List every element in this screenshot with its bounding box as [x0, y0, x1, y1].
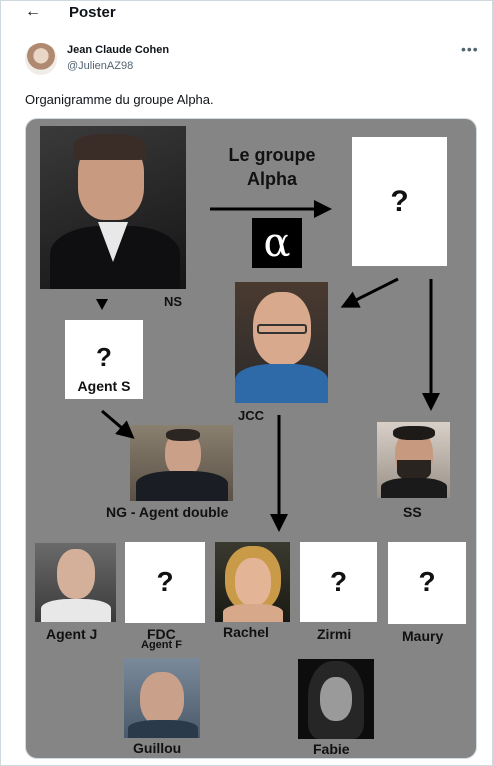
post-text: Organigramme du groupe Alpha.	[25, 92, 214, 107]
top-bar: ← Poster	[1, 1, 493, 27]
ns-photo	[40, 126, 186, 289]
jcc-photo	[235, 282, 328, 403]
page-title: Poster	[69, 4, 116, 21]
alpha-logo: α	[252, 218, 302, 268]
unknown-mark: ?	[96, 342, 112, 372]
avatar[interactable]	[25, 43, 57, 75]
maury-card: ?	[388, 542, 466, 624]
zirmi-card: ?	[300, 542, 377, 622]
author-handle[interactable]: @JulienAZ98	[67, 60, 134, 72]
label-agent-j: Agent J	[46, 626, 98, 642]
arrow-leader-to-jcc	[340, 277, 399, 308]
ng-photo	[130, 425, 233, 501]
org-chart-arrows	[96, 200, 440, 532]
chart-title-line1: Le groupe	[228, 145, 316, 165]
agent-s-card: ? Agent S	[65, 320, 143, 399]
label-agent-f: Agent F	[141, 639, 182, 651]
label-maury: Maury	[402, 628, 444, 644]
label-ss: SS	[403, 504, 422, 520]
unknown-mark: ?	[390, 185, 409, 218]
agent-j-photo	[35, 543, 116, 622]
unknown-mark: ?	[418, 566, 436, 597]
unknown-mark: ?	[156, 566, 174, 597]
fdc-card: ?	[125, 542, 205, 623]
label-rachel: Rachel	[223, 624, 269, 640]
label-ng: NG - Agent double	[106, 504, 229, 520]
post-image-org-chart[interactable]: NS Le groupe Alpha α ? ? Agent S JCC	[25, 118, 477, 759]
label-jcc: JCC	[238, 408, 265, 423]
fabie-photo	[298, 659, 374, 739]
label-ns: NS	[164, 294, 183, 309]
arrow-left-icon[interactable]: ←	[25, 3, 41, 20]
ss-photo	[377, 422, 450, 498]
author-name[interactable]: Jean Claude Cohen	[67, 44, 170, 56]
guillou-photo	[124, 658, 200, 738]
unknown-leader-card: ?	[352, 137, 447, 266]
unknown-mark: ?	[329, 566, 348, 597]
label-fdc: FDC	[147, 626, 176, 642]
alpha-symbol: α	[263, 220, 291, 266]
chart-title-line2: Alpha	[246, 169, 297, 189]
label-zirmi: Zirmi	[317, 626, 352, 642]
label-agent-s: Agent S	[77, 378, 131, 394]
arrow-agent-s-to-ng	[101, 409, 135, 439]
label-guillou: Guillou	[133, 740, 182, 756]
more-options-icon[interactable]: •••	[461, 41, 479, 57]
rachel-photo	[215, 542, 290, 622]
arrow-ns-to-agent-s	[96, 299, 108, 310]
label-fabie: Fabie	[313, 741, 350, 757]
